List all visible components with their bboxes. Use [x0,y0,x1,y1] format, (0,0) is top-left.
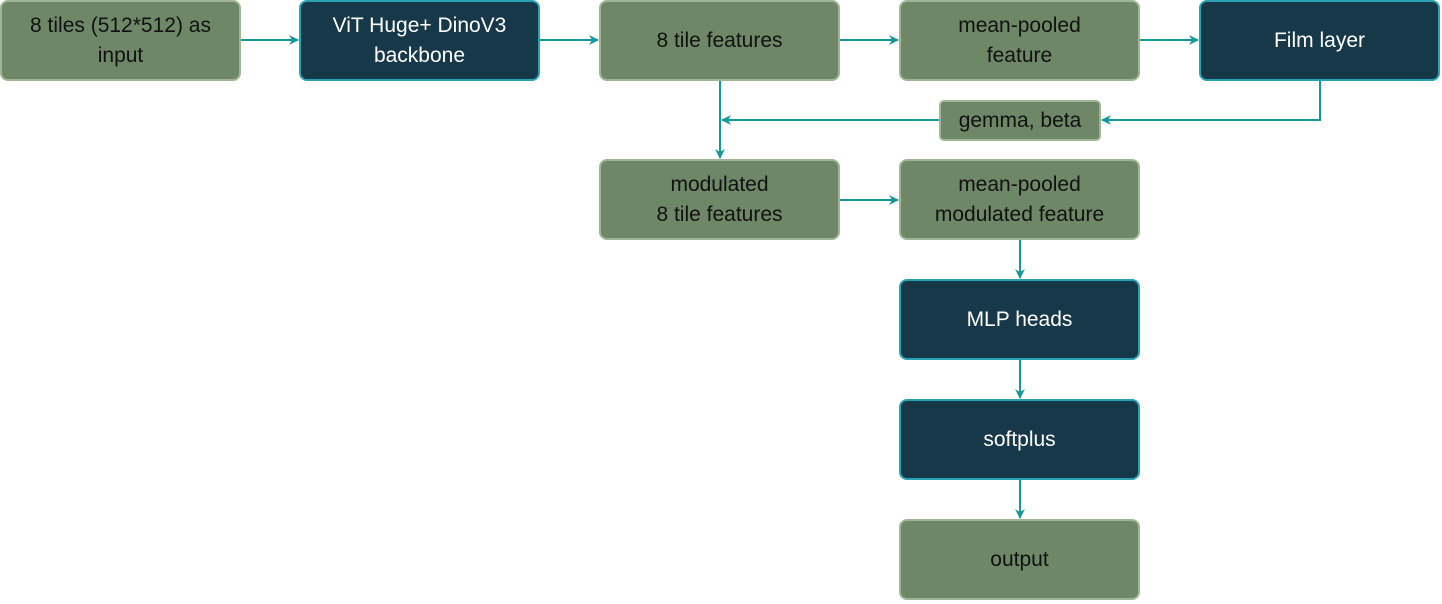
arrow-film-to-gemma-beta [1101,80,1321,125]
node-modulated-tile-features: modulated 8 tile features [599,159,840,240]
node-gemma-beta: gemma, beta [939,100,1101,141]
node-output: output [899,519,1140,600]
node-input: 8 tiles (512*512) as input [0,0,241,81]
node-tile-features: 8 tile features [599,0,840,81]
node-mean-pooled-modulated-feature: mean-pooled modulated feature [899,159,1140,240]
node-backbone: ViT Huge+ DinoV3 backbone [299,0,540,81]
node-softplus: softplus [899,399,1140,480]
node-film-layer: Film layer [1199,0,1440,81]
node-mlp-heads: MLP heads [899,279,1140,360]
node-mean-pooled-feature: mean-pooled feature [899,0,1140,81]
